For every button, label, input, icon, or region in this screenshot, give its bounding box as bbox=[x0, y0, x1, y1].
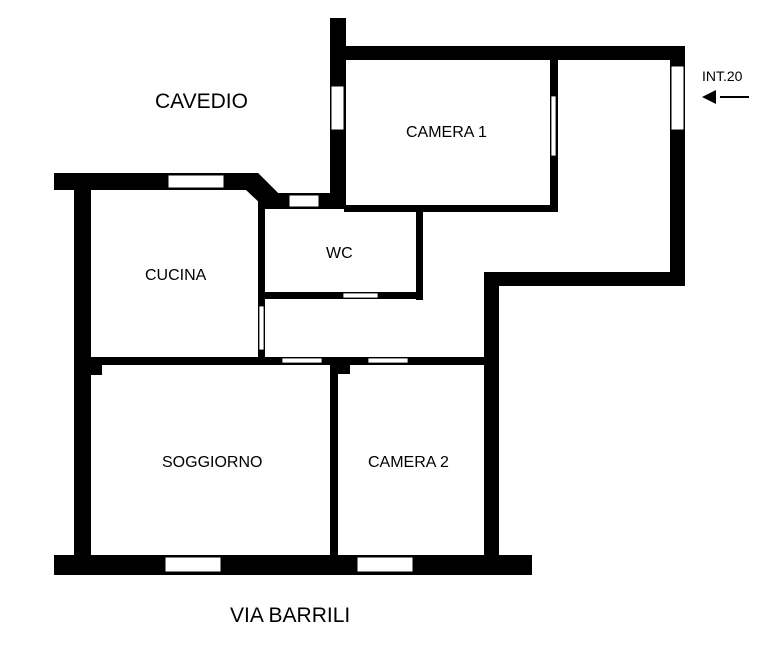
cavedio-label: CAVEDIO bbox=[155, 90, 248, 113]
window-cucina bbox=[167, 174, 225, 189]
window-cavedio bbox=[330, 85, 345, 131]
door-camera1 bbox=[550, 95, 557, 157]
wall-pillar-center bbox=[330, 360, 350, 374]
wall-right-lower bbox=[484, 272, 499, 562]
wall-camera1-bottom bbox=[344, 205, 558, 212]
room-label-camera1: CAMERA 1 bbox=[406, 124, 487, 141]
via-label: VIA BARRILI bbox=[230, 604, 350, 627]
room-label-soggiorno: SOGGIORNO bbox=[162, 454, 262, 471]
doors bbox=[258, 95, 557, 364]
door-cucina bbox=[258, 305, 265, 351]
room-label-cucina: CUCINA bbox=[145, 267, 207, 284]
wall-bottom bbox=[54, 555, 532, 575]
room-label-wc: WC bbox=[326, 245, 353, 262]
wall-wc-bottom bbox=[262, 292, 423, 299]
arrow-left-icon bbox=[702, 90, 749, 104]
room-label-camera2: CAMERA 2 bbox=[368, 454, 449, 471]
windows bbox=[164, 65, 685, 573]
wall-cucina-right bbox=[258, 190, 265, 362]
wall-soggiorno-right bbox=[330, 360, 338, 560]
window-camera2 bbox=[356, 556, 414, 573]
wall-wc-right bbox=[416, 210, 423, 300]
window-wc bbox=[288, 194, 320, 208]
entrance-label: INT.20 bbox=[702, 68, 743, 84]
door-soggiorno bbox=[281, 357, 323, 364]
door-wc bbox=[342, 292, 379, 299]
wall-top bbox=[330, 46, 685, 60]
window-entrance bbox=[670, 65, 685, 131]
wall-step bbox=[484, 272, 685, 286]
wall-left bbox=[74, 173, 91, 573]
window-soggiorno bbox=[164, 556, 222, 573]
wall-pillar-left bbox=[88, 357, 102, 375]
door-camera2 bbox=[367, 357, 409, 364]
